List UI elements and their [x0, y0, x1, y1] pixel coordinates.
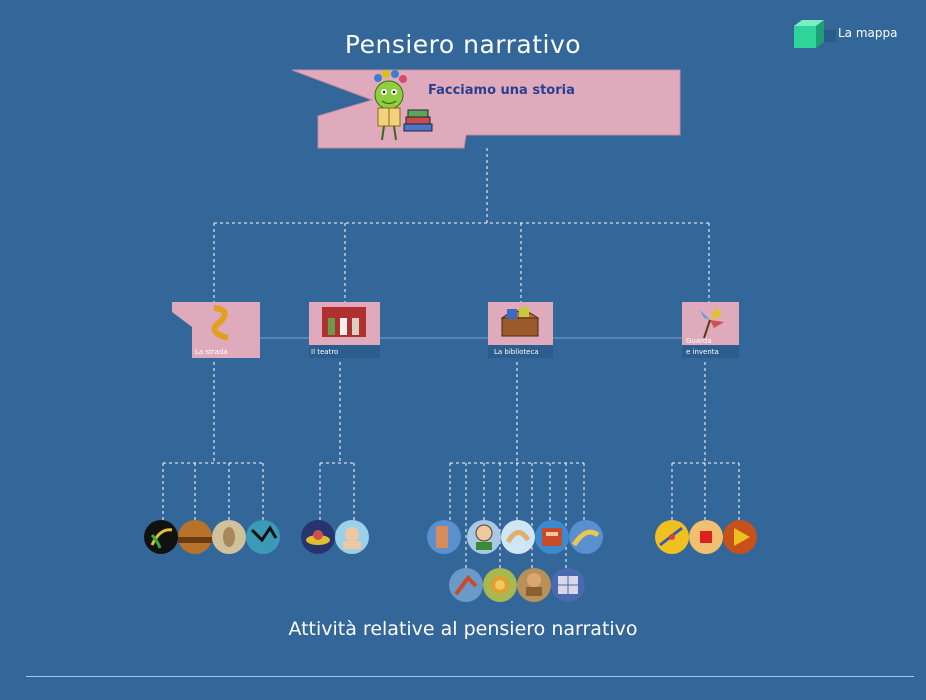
- category-teatro[interactable]: Il teatro: [309, 302, 380, 358]
- root-label: Facciamo una storia: [428, 83, 575, 98]
- pinwheel-icon: [700, 306, 724, 339]
- activity-biblioteca-2[interactable]: [467, 520, 501, 554]
- activity-biblioteca-4[interactable]: [535, 520, 569, 554]
- activity-guarda-2[interactable]: [689, 520, 723, 554]
- activity-biblioteca-9[interactable]: [551, 568, 585, 602]
- category-label-guarda-line1: Guarda: [686, 337, 712, 345]
- bottom-divider: [26, 676, 914, 677]
- activities-caption: Attività relative al pensiero narrativo: [288, 618, 638, 640]
- connectors: [162, 148, 740, 568]
- cube-icon: [794, 20, 836, 48]
- activity-strada-1[interactable]: [144, 520, 178, 554]
- activity-biblioteca-1[interactable]: [427, 520, 461, 554]
- activity-biblioteca-5[interactable]: [569, 520, 603, 554]
- category-guarda[interactable]: Guarda e inventa: [682, 302, 739, 358]
- road-icon: [211, 305, 229, 341]
- activity-strada-2[interactable]: [178, 520, 212, 554]
- category-label-biblioteca: La biblioteca: [494, 348, 539, 356]
- treasure-chest-icon: [500, 307, 540, 337]
- activity-guarda-1[interactable]: [655, 520, 689, 554]
- activity-strada-3[interactable]: [212, 520, 246, 554]
- activity-biblioteca-8[interactable]: [517, 568, 551, 602]
- category-biblioteca[interactable]: La biblioteca: [488, 302, 553, 358]
- activity-strada-4[interactable]: [246, 520, 280, 554]
- root-node[interactable]: Facciamo una storia: [291, 69, 681, 149]
- mascot-icon: [374, 70, 407, 141]
- books-icon: [403, 109, 433, 132]
- category-label-teatro: Il teatro: [311, 348, 338, 356]
- category-strada[interactable]: La strada: [172, 302, 260, 358]
- category-label-guarda-line2: e inventa: [686, 348, 719, 356]
- category-label-strada: La strada: [195, 348, 228, 356]
- activity-teatro-1[interactable]: [301, 520, 335, 554]
- activity-biblioteca-7[interactable]: [483, 568, 517, 602]
- map-button[interactable]: La mappa: [790, 16, 915, 52]
- activity-teatro-2[interactable]: [335, 520, 369, 554]
- activity-guarda-3[interactable]: [723, 520, 757, 554]
- map-label: La mappa: [838, 26, 898, 40]
- activity-biblioteca-6[interactable]: [449, 568, 483, 602]
- page-title: Pensiero narrativo: [344, 30, 582, 59]
- activity-biblioteca-3[interactable]: [501, 520, 535, 554]
